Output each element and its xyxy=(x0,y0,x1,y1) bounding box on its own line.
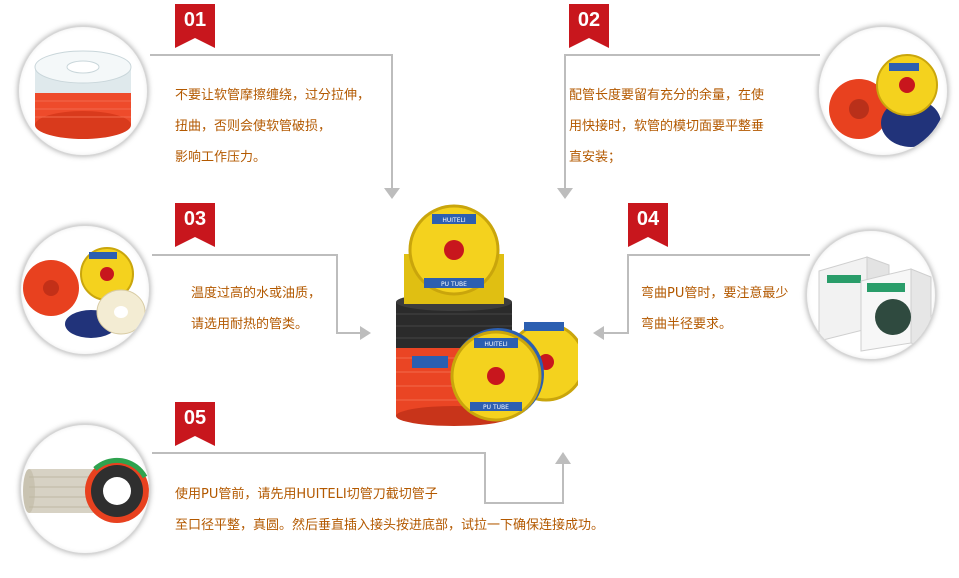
step-text-05: 使用PU管前，请先用HUITELI切管刀截切管子 至口径平整，真圆。然后垂直插入… xyxy=(175,479,604,541)
step-01-line-1: 不要让软管摩擦缠绕，过分拉伸， xyxy=(175,88,371,103)
product-thumb-05 xyxy=(20,424,150,554)
product-thumb-02 xyxy=(818,26,948,156)
step-03-line-2: 请选用耐热的管类。 xyxy=(191,317,309,332)
tube-coil-clear-red-image xyxy=(34,50,132,139)
step-05-line-2: 至口径平整，真圆。然后垂直插入接头按进底部，试拉一下确保连接成功。 xyxy=(175,518,605,533)
step-text-02: 配管长度要留有充分的余量，在使 用快接时，软管的模切面要平整垂 直安装； xyxy=(569,80,764,173)
brand-label-top xyxy=(432,214,476,224)
label-text-top: PU TUBE xyxy=(441,281,467,288)
step-number-01: 01 xyxy=(183,9,207,31)
tube-spools-assorted-image xyxy=(23,247,146,338)
brand-text-top: HUITELI xyxy=(442,217,465,224)
tube-spools-multicolor-image xyxy=(829,54,941,147)
step-01-line-2: 扭曲，否则会使软管破损， xyxy=(175,119,332,134)
tube-boxes-image xyxy=(818,256,932,352)
step-04-line-1: 弯曲PU管时，要注意最少 xyxy=(641,286,789,301)
product-thumb-01 xyxy=(18,26,148,156)
step-05-line-1: 使用PU管前，请先用HUITELI切管刀截切管子 xyxy=(175,487,438,502)
step-04-line-2: 弯曲半径要求。 xyxy=(641,317,733,332)
step-number-05: 05 xyxy=(183,407,207,429)
step-badge-04: 04 xyxy=(628,203,668,247)
step-number-04: 04 xyxy=(636,208,660,230)
central-product-image: HUITELI PU TUBE HUITELI PU TUBE xyxy=(396,204,578,426)
step-badge-01: 01 xyxy=(175,4,215,48)
step-text-03: 温度过高的水或油质， 请选用耐热的管类。 xyxy=(191,278,321,340)
step-number-02: 02 xyxy=(577,9,601,31)
step-text-04: 弯曲PU管时，要注意最少 弯曲半径要求。 xyxy=(641,278,788,340)
label-text-front: PU TUBE xyxy=(483,404,509,411)
tube-roll-clear-red-image xyxy=(23,457,149,523)
step-text-01: 不要让软管摩擦缠绕，过分拉伸， 扭曲，否则会使软管破损， 影响工作压力。 xyxy=(175,80,370,173)
step-badge-05: 05 xyxy=(175,402,215,446)
step-02-line-1: 配管长度要留有充分的余量，在使 xyxy=(569,88,765,103)
step-01-line-3: 影响工作压力。 xyxy=(175,150,267,165)
step-badge-03: 03 xyxy=(175,203,215,247)
product-thumb-03 xyxy=(20,225,150,355)
product-thumb-04 xyxy=(806,230,936,360)
step-number-03: 03 xyxy=(183,208,207,230)
step-02-line-3: 直安装； xyxy=(569,150,622,165)
step-badge-02: 02 xyxy=(569,4,609,48)
step-03-line-1: 温度过高的水或油质， xyxy=(191,286,322,301)
brand-text-front: HUITELI xyxy=(484,341,507,348)
step-02-line-2: 用快接时，软管的模切面要平整垂 xyxy=(569,119,765,134)
